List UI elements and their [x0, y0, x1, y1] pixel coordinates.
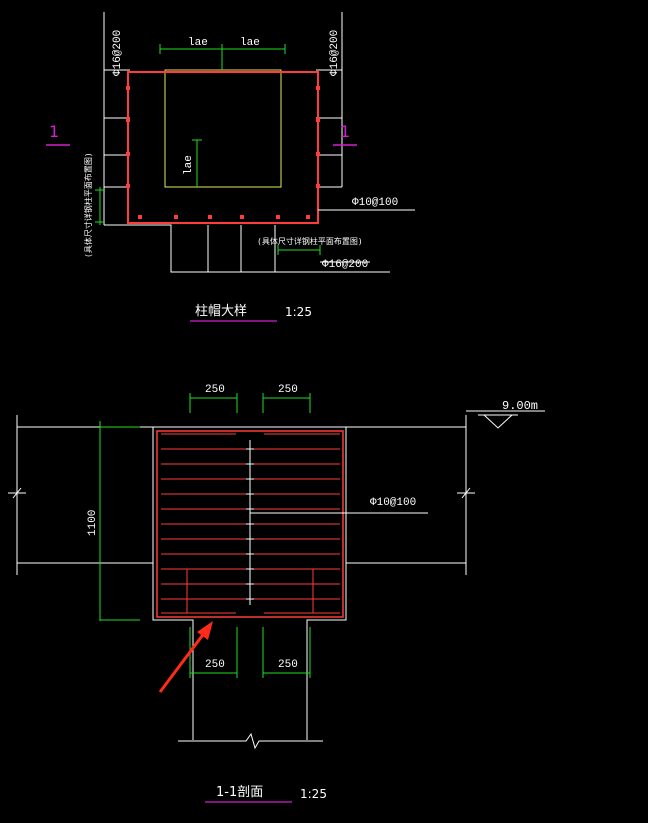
bar-label-left: Φ16@200 [112, 30, 124, 76]
dim-250-bottom-right: 250 [278, 659, 298, 671]
section-mark-left: 1 [49, 122, 59, 141]
note-bottom: (具体尺寸详钢柱平面布置图) [257, 236, 363, 246]
dim-lae-right: lae [240, 37, 260, 49]
stirrup-label-section: Φ10@100 [370, 497, 416, 509]
bar-label-right: Φ16@200 [329, 30, 341, 76]
detail-title: 柱帽大样 [195, 303, 247, 319]
section-1-1 [8, 393, 545, 750]
detail-scale: 1:25 [285, 305, 312, 319]
dim-250-top-left: 250 [205, 384, 225, 396]
elevation-label: 9.00m [502, 399, 538, 413]
dim-250-bottom-left: 250 [205, 659, 225, 671]
note-left: (具体尺寸详钢柱平面布置图) [83, 152, 93, 258]
dim-lae-left: lae [188, 37, 208, 49]
section-scale: 1:25 [300, 787, 327, 801]
section-mark-right: 1 [340, 122, 350, 141]
stirrup-label-plan: Φ10@100 [352, 197, 398, 209]
detail-cap-plan [46, 12, 415, 273]
dim-lae-inner: lae [183, 155, 195, 175]
dim-height: 1100 [87, 510, 99, 536]
bottom-bar-label: Φ16@200 [322, 259, 368, 271]
section-title: 1-1剖面 [216, 785, 263, 800]
dim-250-top-right: 250 [278, 384, 298, 396]
